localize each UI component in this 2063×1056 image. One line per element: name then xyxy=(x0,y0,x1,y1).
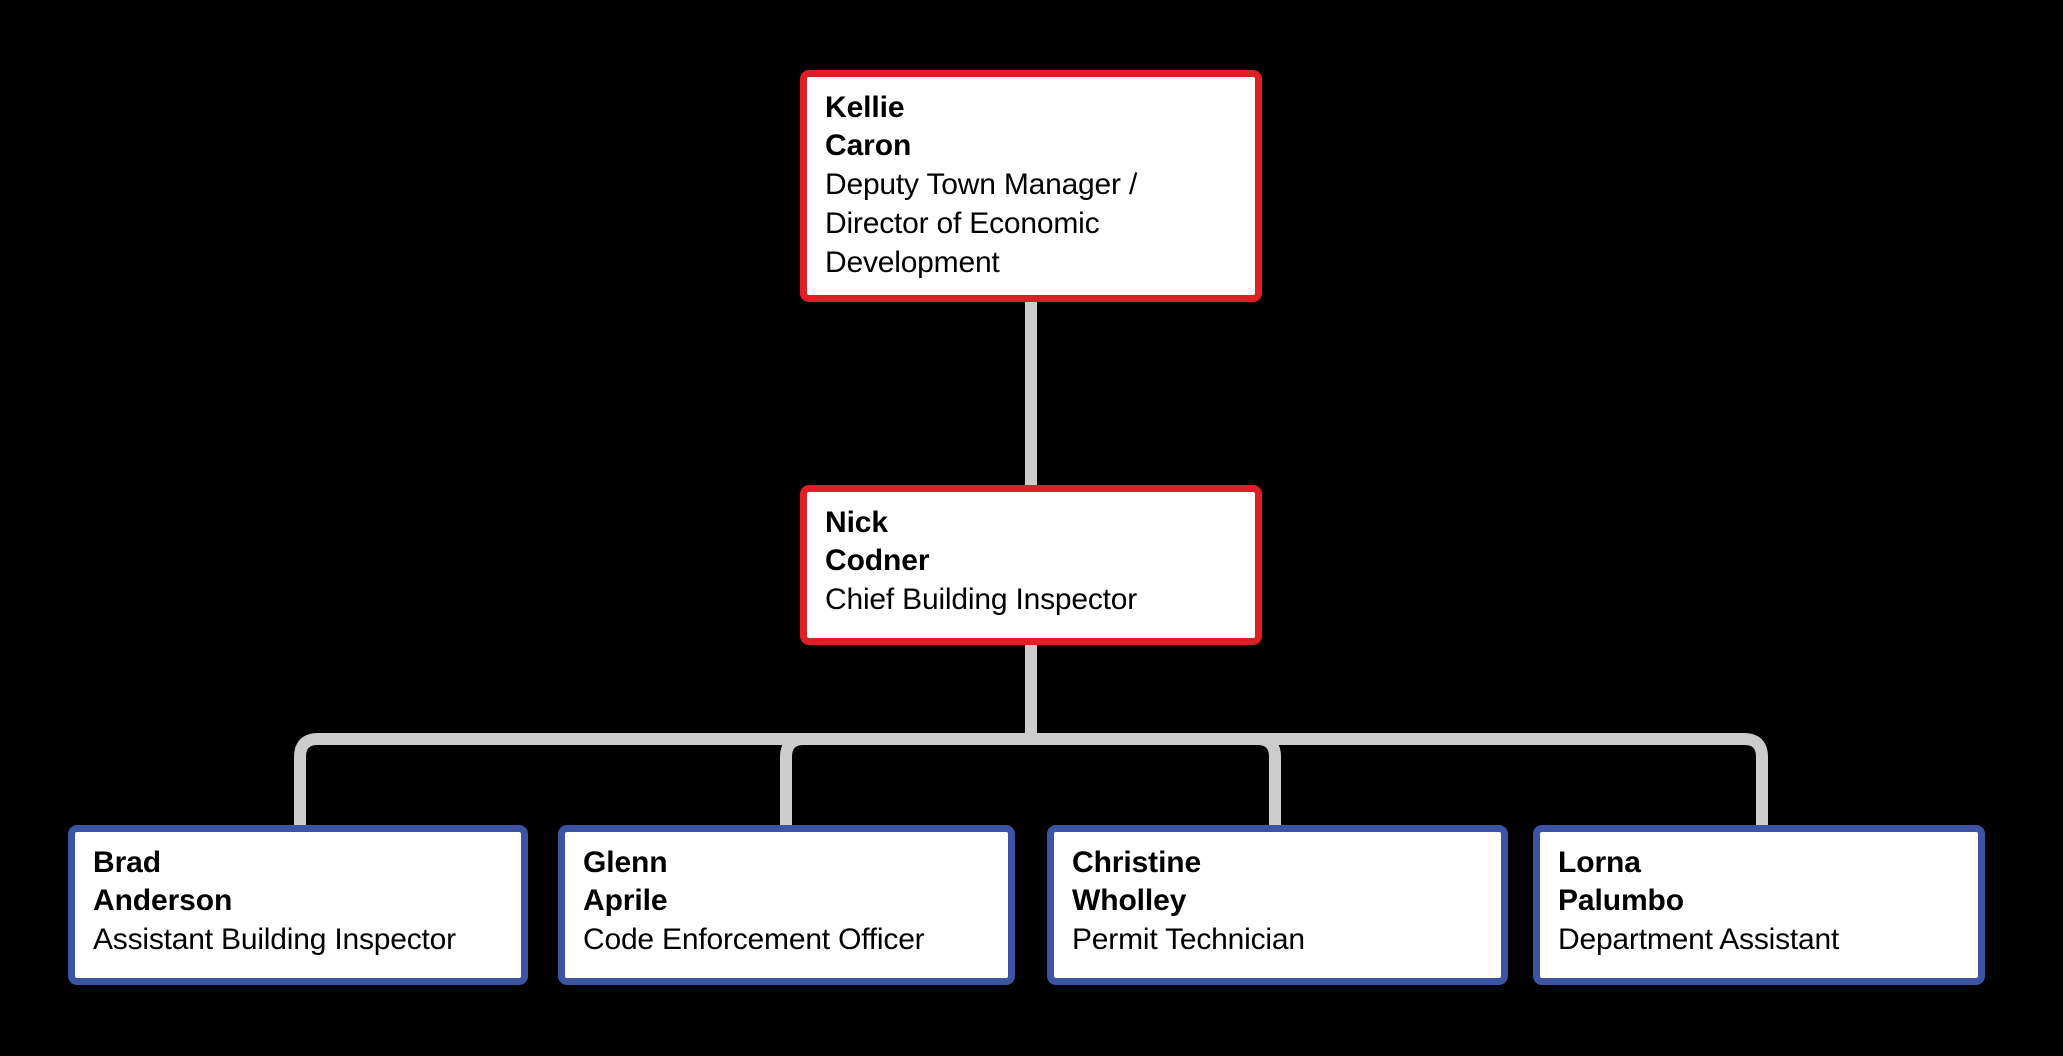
org-node-christine-wholley[interactable]: Christine Wholley Permit Technician xyxy=(1047,825,1508,985)
org-node-title: Department Assistant xyxy=(1558,925,1960,955)
org-node-title-line: Code Enforcement Officer xyxy=(583,923,925,956)
org-node-first-name: Brad xyxy=(93,846,161,879)
org-node-last-name: Wholley xyxy=(1072,884,1187,917)
org-node-nick-codner[interactable]: Nick Codner Chief Building Inspector xyxy=(800,485,1262,645)
org-node-first-name: Kellie xyxy=(825,91,905,124)
org-node-last-name: Aprile xyxy=(583,884,668,917)
org-node-last-name: Codner xyxy=(825,544,930,577)
org-node-title: Code Enforcement Officer xyxy=(583,925,990,955)
org-node-title: Deputy Town Manager / Director of Econom… xyxy=(825,170,1237,278)
org-node-last-name: Caron xyxy=(825,129,912,162)
org-node-glenn-aprile[interactable]: Glenn Aprile Code Enforcement Officer xyxy=(558,825,1015,985)
connector-bus-to-lorna xyxy=(1031,733,1768,827)
org-node-title-line: Chief Building Inspector xyxy=(825,583,1138,616)
org-node-last-name: Palumbo xyxy=(1558,884,1684,917)
org-node-title-line: Deputy Town Manager / xyxy=(825,168,1138,201)
connector-bus-to-brad xyxy=(294,733,1031,827)
org-node-brad-anderson[interactable]: Brad Anderson Assistant Building Inspect… xyxy=(68,825,528,985)
org-node-title: Assistant Building Inspector xyxy=(93,925,503,955)
org-node-kellie-caron[interactable]: Kellie Caron Deputy Town Manager / Direc… xyxy=(800,70,1262,302)
org-node-title-line: Development xyxy=(825,246,1000,279)
org-node-first-name: Glenn xyxy=(583,846,668,879)
connector-bus-to-glenn xyxy=(780,733,1031,827)
org-node-title-line: Permit Technician xyxy=(1072,923,1305,956)
org-node-title: Permit Technician xyxy=(1072,925,1483,955)
org-node-lorna-palumbo[interactable]: Lorna Palumbo Department Assistant xyxy=(1533,825,1985,985)
org-node-title-line: Director of Economic xyxy=(825,207,1100,240)
org-node-first-name: Lorna xyxy=(1558,846,1641,879)
connector-bus-to-christine xyxy=(1031,733,1281,827)
org-node-title-line: Department Assistant xyxy=(1558,923,1840,956)
org-node-title: Chief Building Inspector xyxy=(825,585,1237,615)
org-node-last-name: Anderson xyxy=(93,884,233,917)
org-node-first-name: Christine xyxy=(1072,846,1202,879)
org-node-first-name: Nick xyxy=(825,506,888,539)
org-node-title-line: Assistant Building Inspector xyxy=(93,923,456,956)
